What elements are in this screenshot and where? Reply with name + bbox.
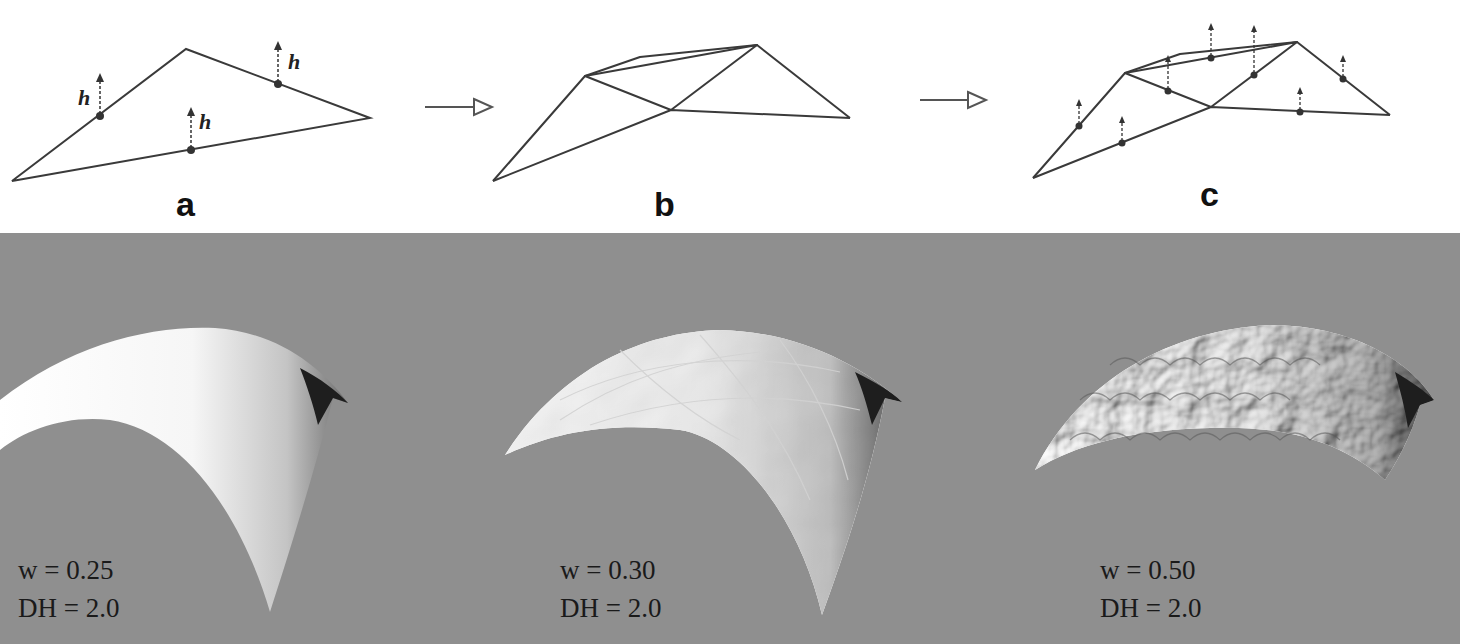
midpoint-dot xyxy=(1165,88,1172,95)
mesh-edge xyxy=(1033,42,1390,178)
crease-line xyxy=(620,350,740,440)
height-arrow xyxy=(1299,92,1300,110)
height-arrows-c xyxy=(1076,23,1347,147)
midpoint-dot xyxy=(1297,109,1304,116)
bottom-ground xyxy=(0,233,1460,644)
height-arrow xyxy=(190,114,192,148)
drawing-part xyxy=(1079,28,1343,141)
surface-rough xyxy=(1035,325,1434,480)
crease-line xyxy=(780,340,848,480)
height-arrow xyxy=(277,48,279,82)
subdivided-mesh-b xyxy=(493,45,850,181)
step-arrow-head xyxy=(474,99,492,115)
arrow-head xyxy=(1297,87,1303,94)
surface-shadow xyxy=(1395,372,1434,428)
surface-shadow xyxy=(855,372,902,425)
top-ground xyxy=(0,0,1460,233)
surface-shape xyxy=(1035,325,1434,480)
parameter-label: w = 0.30 xyxy=(560,556,655,586)
bump-ridge xyxy=(1080,393,1290,400)
midpoint-dot xyxy=(274,80,282,88)
drawing-part xyxy=(96,41,282,154)
mesh-edge xyxy=(585,45,757,110)
parameter-label: w = 0.25 xyxy=(18,556,113,586)
panel-letter: c xyxy=(1200,176,1219,213)
midpoint-dot xyxy=(187,146,195,154)
height-arrow xyxy=(1210,28,1211,56)
step-arrow-shaft xyxy=(425,106,474,108)
arrow-head xyxy=(96,73,104,82)
step-arrow-shaft xyxy=(920,99,968,101)
parameter-label: DH = 2.0 xyxy=(1100,594,1201,624)
arrow-head xyxy=(1165,55,1171,62)
drawing-part xyxy=(100,48,278,148)
surface-smooth xyxy=(0,328,348,612)
parameter-label: w = 0.50 xyxy=(1100,556,1195,586)
midpoint-dot xyxy=(1076,123,1083,130)
arrow-head xyxy=(1119,116,1125,123)
surface-shape xyxy=(505,330,902,615)
crease-line xyxy=(590,398,860,425)
height-label: h xyxy=(78,86,90,110)
surface-shadow xyxy=(300,368,348,425)
arrow-head xyxy=(274,41,282,50)
drawing-part xyxy=(1076,23,1347,147)
height-arrow xyxy=(1167,60,1168,89)
midpoint-dot xyxy=(1119,140,1126,147)
midpoint-dot xyxy=(96,112,104,120)
midpoint-dot xyxy=(1208,55,1215,62)
arrow-head xyxy=(187,107,195,116)
step-arrow xyxy=(920,92,986,108)
panel-letter: a xyxy=(176,186,195,223)
midpoint-dot xyxy=(1340,76,1347,83)
height-arrow xyxy=(1121,121,1122,141)
drawing-part xyxy=(560,335,860,500)
step-arrow xyxy=(425,99,492,115)
subdivided-mesh-c xyxy=(1033,42,1390,178)
triangle-outline xyxy=(12,49,370,181)
surface-creased xyxy=(505,330,902,615)
parameter-label: DH = 2.0 xyxy=(18,594,119,624)
mesh-edge xyxy=(493,110,850,181)
height-arrow xyxy=(1342,60,1343,77)
height-label: h xyxy=(199,110,211,134)
height-arrows-a xyxy=(96,41,282,154)
arrow-head xyxy=(1076,99,1082,106)
arrow-head xyxy=(1251,25,1257,32)
triangle-a xyxy=(12,49,370,181)
height-arrow xyxy=(99,80,101,114)
mesh-edge xyxy=(493,45,850,181)
height-arrow xyxy=(1253,30,1254,73)
parameter-label: DH = 2.0 xyxy=(560,594,661,624)
midpoint-dot xyxy=(1251,72,1258,79)
arrow-head xyxy=(1208,23,1214,30)
surface-shape xyxy=(0,328,348,612)
bump-ridge xyxy=(1110,358,1320,365)
bump-ridge xyxy=(1070,433,1340,440)
mesh-edge xyxy=(1125,42,1297,107)
crease-line xyxy=(560,352,760,420)
drawing-part xyxy=(1070,358,1340,440)
mesh-edge xyxy=(1033,107,1390,178)
panel-letter: b xyxy=(654,186,675,223)
height-arrow xyxy=(1078,104,1079,124)
arrow-head xyxy=(1340,55,1346,62)
height-label: h xyxy=(288,50,300,74)
step-arrow-head xyxy=(968,92,986,108)
